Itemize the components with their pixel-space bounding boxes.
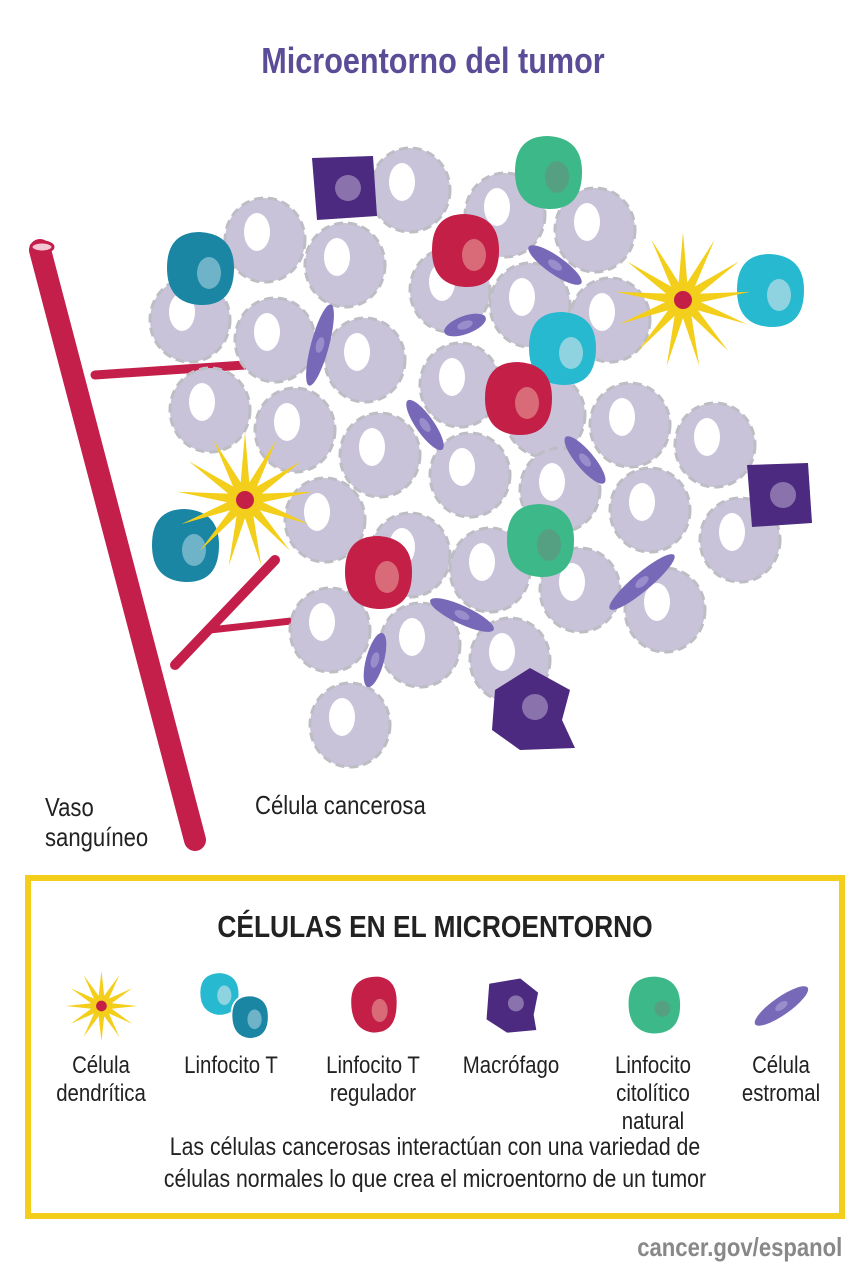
legend-label: regulador: [329, 1080, 417, 1107]
legend-label: estromal: [741, 1080, 821, 1107]
label-line: Vaso: [45, 792, 94, 822]
cancer-cell: [288, 586, 372, 674]
macrophage: [492, 668, 575, 750]
stromal-cell: [528, 245, 582, 285]
legend-label: dendrítica: [56, 1080, 146, 1107]
legend-item-macrophage: Macrófago: [441, 966, 581, 1080]
legend-label: Linfocito: [615, 1052, 691, 1079]
macrophage: [747, 463, 812, 527]
cancer-cell: [368, 146, 452, 234]
blood-vessel: [29, 239, 304, 851]
stromal-cell: [363, 632, 387, 688]
stromal-cell: [306, 304, 334, 386]
macrophage-icon: [486, 978, 538, 1033]
cancer-cell: [168, 366, 252, 454]
t-lymphocyte: [529, 312, 596, 386]
legend-label: natural: [621, 1108, 685, 1135]
legend-label: Célula: [752, 1052, 810, 1079]
tumor-microenvironment-illustration: [29, 136, 812, 851]
nk-cell: [515, 136, 582, 210]
legend-label: Linfocito T: [184, 1052, 278, 1079]
credit-link[interactable]: cancer.gov/espanol: [636, 1232, 842, 1262]
regulatory-t-cell: [485, 362, 552, 436]
regulatory-t-cell-icon: [350, 976, 397, 1033]
t-lymphocyte: [167, 232, 234, 306]
legend-title: CÉLULAS EN EL MICROENTORNO: [217, 909, 653, 944]
legend-item-t-cell: Linfocito T: [161, 966, 301, 1080]
legend-label: Macrófago: [462, 1052, 560, 1079]
blood-vessel-label: Vaso sanguíneo: [45, 792, 148, 852]
dendritic-cell-icon: [65, 970, 137, 1042]
nk-cell: [507, 504, 574, 578]
caption-line: Las células cancerosas interactúan con u…: [169, 1133, 701, 1161]
immune-cells: [152, 136, 812, 750]
caption-line: células normales lo que crea el microent…: [163, 1165, 707, 1193]
regulatory-t-cell: [345, 536, 412, 610]
stromal-cell: [564, 436, 606, 484]
t-lymphocyte: [737, 254, 804, 328]
legend-label: Célula: [72, 1052, 130, 1079]
nk-cell-icon: [628, 976, 680, 1034]
macrophage: [312, 156, 377, 220]
page-title: Microentorno del tumor: [261, 40, 605, 81]
cancer-cell: [608, 466, 692, 554]
cancer-cell: [418, 341, 502, 429]
t-lymphocyte: [152, 509, 219, 583]
legend-label: Linfocito T: [326, 1052, 420, 1079]
cancer-cell: [323, 316, 407, 404]
stromal-cell: [406, 399, 444, 451]
cancer-cell-label: Célula cancerosa: [255, 790, 426, 820]
stromal-cell: [444, 313, 486, 337]
dendritic-cell: [177, 432, 313, 566]
t-lymphocyte-icon: [199, 973, 270, 1040]
cancer-cell: [223, 196, 307, 284]
regulatory-t-cell: [432, 214, 499, 288]
stromal-cell: [609, 554, 675, 610]
cancer-cell: [283, 476, 367, 564]
cancer-cell: [253, 386, 337, 474]
stromal-cell: [430, 598, 494, 632]
cancer-cell: [308, 681, 392, 769]
cancer-cell: [233, 296, 317, 384]
cancer-cell: [338, 411, 422, 499]
cancer-cell: [553, 186, 637, 274]
cancer-cell: [588, 381, 672, 469]
cancer-cell: [428, 431, 512, 519]
legend-label: citolítico: [616, 1080, 690, 1107]
cancer-cell: [303, 221, 387, 309]
label-line: sanguíneo: [45, 822, 149, 852]
stromal-cell-icon: [754, 986, 808, 1026]
dendritic-cell: [615, 232, 751, 366]
legend-caption: Las células cancerosas interactúan con u…: [92, 1131, 779, 1195]
cancer-cell: [673, 401, 757, 489]
